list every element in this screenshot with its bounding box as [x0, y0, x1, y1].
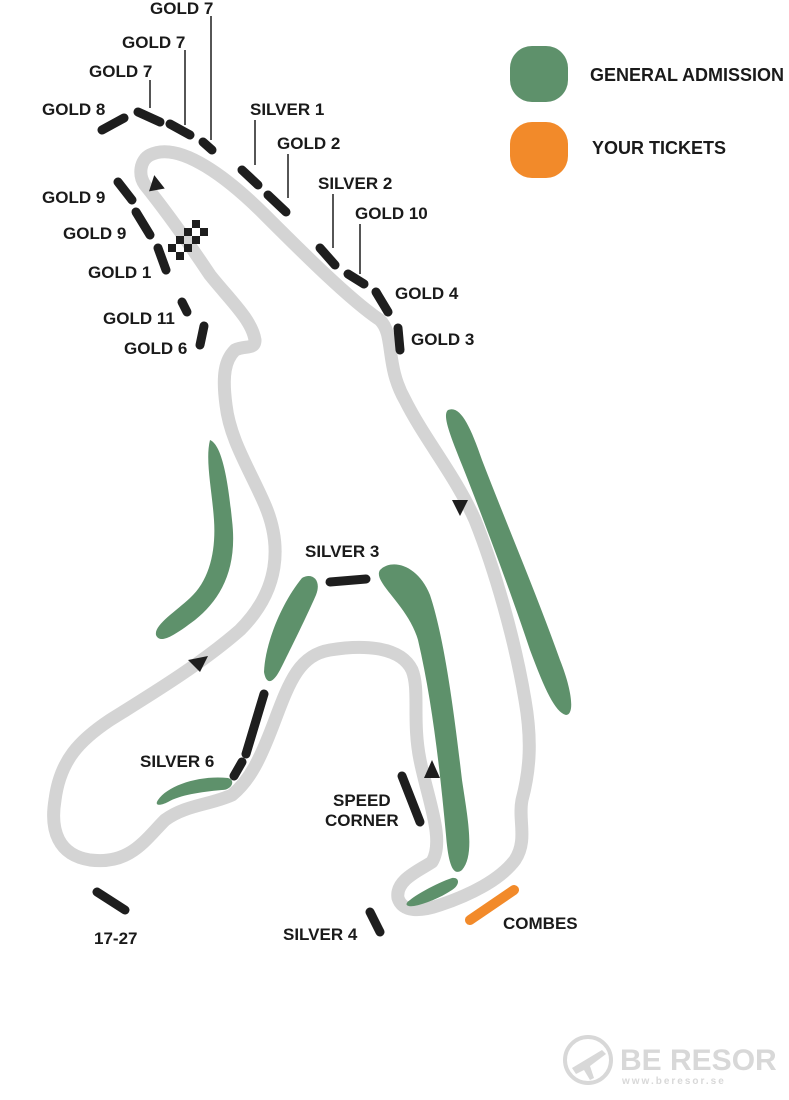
legend-label-your-tickets: YOUR TICKETS — [592, 138, 726, 158]
label-speed-corner: CORNER — [325, 811, 399, 830]
general-admission-area — [378, 564, 470, 872]
label-gold-2: GOLD 2 — [277, 134, 340, 153]
legend-swatch-general-admission — [510, 46, 568, 102]
stand-gold-1 — [153, 243, 171, 275]
label-silver-4: SILVER 4 — [283, 925, 358, 944]
stand-silver-3 — [325, 574, 371, 587]
label-silver-1: SILVER 1 — [250, 100, 324, 119]
stand-gold-8 — [97, 113, 129, 135]
label-gold-6: GOLD 6 — [124, 339, 187, 358]
stand-gold-2 — [263, 190, 291, 217]
logo-name: BE RESOR — [620, 1044, 777, 1077]
label-17-27: 17-27 — [94, 929, 137, 948]
direction-arrow — [148, 175, 165, 192]
general-admission-area — [445, 409, 572, 715]
legend-swatch-your-tickets — [510, 122, 568, 178]
label-silver-6: SILVER 6 — [140, 752, 214, 771]
stand-gold-6 — [195, 321, 209, 350]
stand-combes-your-tickets — [465, 885, 519, 925]
label-gold-3: GOLD 3 — [411, 330, 474, 349]
stand-silver-2 — [315, 243, 340, 270]
general-admission-area — [264, 575, 318, 682]
label-speed-corner: SPEED — [333, 791, 391, 810]
logo-plane-icon — [572, 1050, 606, 1080]
label-silver-3: SILVER 3 — [305, 542, 379, 561]
stand-silver-6 — [241, 689, 269, 759]
stand-gold-7 — [165, 119, 195, 140]
stand-silver-4 — [365, 907, 385, 937]
label-gold-7: GOLD 7 — [89, 62, 152, 81]
stand-gold-3 — [393, 323, 405, 355]
label-gold-7: GOLD 7 — [122, 33, 185, 52]
stand-silver-6 — [229, 757, 247, 781]
stand-17-27 — [92, 887, 130, 915]
general-admission-area — [406, 877, 458, 907]
label-gold-4: GOLD 4 — [395, 284, 459, 303]
general-admission-area — [155, 440, 234, 640]
label-gold-10: GOLD 10 — [355, 204, 428, 223]
start-finish-line — [168, 220, 208, 260]
label-gold-9: GOLD 9 — [42, 188, 105, 207]
stand-gold-7 — [198, 137, 217, 155]
logo-globe-icon — [563, 1035, 613, 1085]
race-track — [47, 145, 536, 917]
logo-url: www.beresor.se — [621, 1076, 726, 1087]
stand-gold-9 — [131, 207, 155, 240]
stand-gold-10 — [343, 269, 369, 289]
label-gold-9: GOLD 9 — [63, 224, 126, 243]
legend-label-general-admission: GENERAL ADMISSION — [590, 65, 784, 85]
stand-gold-4 — [371, 287, 393, 317]
general-admission-area — [156, 777, 233, 805]
stand-gold-7 — [133, 107, 165, 127]
legend: GENERAL ADMISSION YOUR TICKETS — [510, 46, 784, 178]
label-gold-7: GOLD 7 — [150, 0, 213, 18]
label-gold-1: GOLD 1 — [88, 263, 151, 282]
label-gold-8: GOLD 8 — [42, 100, 105, 119]
direction-arrow — [452, 500, 468, 516]
stand-silver-1 — [237, 165, 263, 190]
label-silver-2: SILVER 2 — [318, 174, 392, 193]
label-combes: COMBES — [503, 914, 578, 933]
direction-arrow — [188, 656, 208, 672]
label-gold-11: GOLD 11 — [103, 309, 175, 328]
stand-gold-9 — [113, 177, 137, 205]
logo: BE RESOR www.beresor.se — [563, 1035, 777, 1087]
stand-gold-11 — [177, 297, 192, 317]
stand-speed-corner — [397, 771, 425, 827]
direction-arrow — [424, 760, 440, 778]
